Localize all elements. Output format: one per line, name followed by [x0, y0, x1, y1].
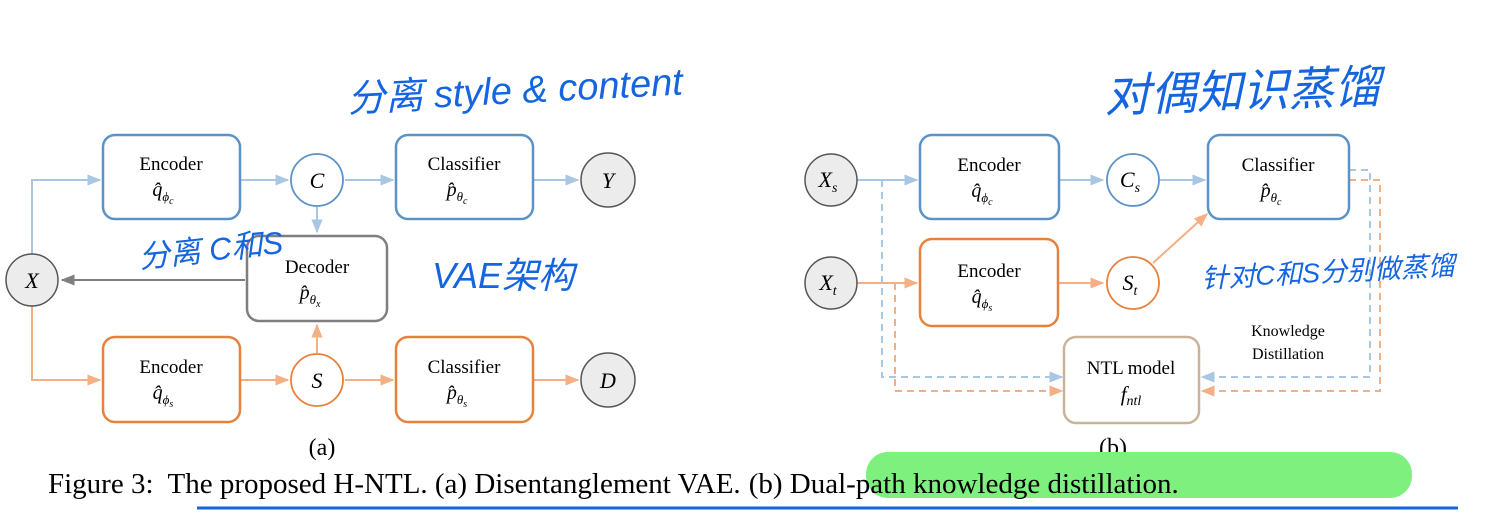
edge-xt-ntl-dashed — [894, 283, 1064, 397]
encoder-c-title-b: Encoder — [957, 155, 1021, 176]
ntl-model-symbol: fntl — [1121, 382, 1142, 409]
node-x: X — [5, 253, 59, 307]
svg-text:C: C — [310, 168, 325, 193]
classifier-s-title: Classifier — [428, 357, 501, 378]
annotation-dual-kd: 对偶知识蒸馏 — [1104, 60, 1388, 122]
node-st: St — [1106, 256, 1160, 310]
kd-label-line1: Knowledge — [1251, 323, 1325, 340]
panel-a: Encoder q̂ϕc Encoder q̂ϕs Classifier p̂θ… — [5, 61, 685, 461]
encoder-s-box-b: Encoder q̂ϕs — [918, 237, 1060, 328]
node-xt: Xt — [804, 256, 858, 310]
decoder-box: Decoder p̂θx — [245, 234, 389, 323]
caption-prefix: Figure 3: — [48, 468, 154, 500]
ntl-model-box: NTL model fntl — [1062, 335, 1201, 425]
svg-text:X: X — [24, 268, 40, 293]
node-d: D — [580, 352, 636, 408]
encoder-c-title: Encoder — [139, 154, 203, 175]
encoder-s-title-b: Encoder — [957, 261, 1021, 282]
panel-a-label: (a) — [309, 435, 336, 461]
edge-classifier-ntl-orange-dashed — [1200, 179, 1381, 397]
node-xs: Xs — [804, 153, 858, 207]
svg-text:Xs: Xs — [818, 167, 838, 196]
node-cs: Cs — [1106, 153, 1160, 207]
panel-b: Encoder q̂ϕc Encoder q̂ϕs Classifier p̂θ… — [804, 60, 1460, 461]
caption-highlight — [866, 452, 1412, 498]
classifier-c-box: Classifier p̂θc — [394, 133, 535, 221]
caption-part2: (b) Dual-path knowledge distillation. — [749, 468, 1179, 500]
edge-st-classifier — [1152, 213, 1209, 264]
classifier-title-b: Classifier — [1242, 155, 1315, 176]
decoder-title: Decoder — [285, 257, 350, 278]
svg-text:D: D — [599, 368, 616, 393]
encoder-c-symbol: q̂ϕc — [152, 179, 174, 207]
decoder-symbol: p̂θx — [298, 282, 321, 310]
classifier-s-symbol: p̂θs — [445, 382, 467, 410]
classifier-s-box: Classifier p̂θs — [394, 335, 535, 424]
classifier-symbol-b: p̂θc — [1259, 180, 1282, 208]
annotation-per-c-s: 针对C和S分别做蒸馏 — [1201, 251, 1460, 294]
svg-text:S: S — [312, 368, 323, 393]
encoder-s-title: Encoder — [139, 357, 203, 378]
encoder-c-box-b: Encoder q̂ϕc — [918, 133, 1061, 221]
edge-x-encoder-s — [31, 306, 102, 386]
edge-classifier-ntl-blue-dashed — [1200, 169, 1371, 383]
encoder-s-symbol-b: q̂ϕs — [972, 286, 993, 314]
caption-part1: The proposed H-NTL. (a) Disentanglement … — [168, 468, 741, 500]
edge-x-encoder-c — [31, 174, 102, 255]
svg-text:St: St — [1123, 270, 1139, 299]
encoder-s-symbol: q̂ϕs — [153, 382, 174, 410]
caption: Figure 3: The proposed H-NTL. (a) Disenta… — [48, 452, 1458, 510]
caption-text: Figure 3: The proposed H-NTL. (a) Disenta… — [48, 468, 1179, 500]
annotation-separate-style-content: 分离 style & content — [346, 61, 685, 121]
classifier-box-b: Classifier p̂θc — [1206, 133, 1351, 221]
node-c: C — [290, 153, 344, 207]
classifier-c-symbol: p̂θc — [445, 179, 468, 207]
encoder-c-box: Encoder q̂ϕc — [101, 133, 242, 221]
classifier-c-title: Classifier — [428, 154, 501, 175]
encoder-c-symbol-b: q̂ϕc — [971, 180, 993, 208]
svg-text:Cs: Cs — [1120, 167, 1141, 196]
svg-text:Xt: Xt — [818, 270, 837, 299]
svg-text:Y: Y — [602, 168, 617, 193]
kd-label-line2: Distillation — [1252, 346, 1324, 363]
node-s: S — [290, 353, 344, 407]
ntl-model-title: NTL model — [1087, 358, 1175, 379]
edge-xs-ntl-dashed — [881, 180, 1064, 383]
node-y: Y — [580, 152, 636, 208]
encoder-s-box: Encoder q̂ϕs — [101, 335, 242, 424]
annotation-vae: VAE架构 — [432, 255, 578, 296]
